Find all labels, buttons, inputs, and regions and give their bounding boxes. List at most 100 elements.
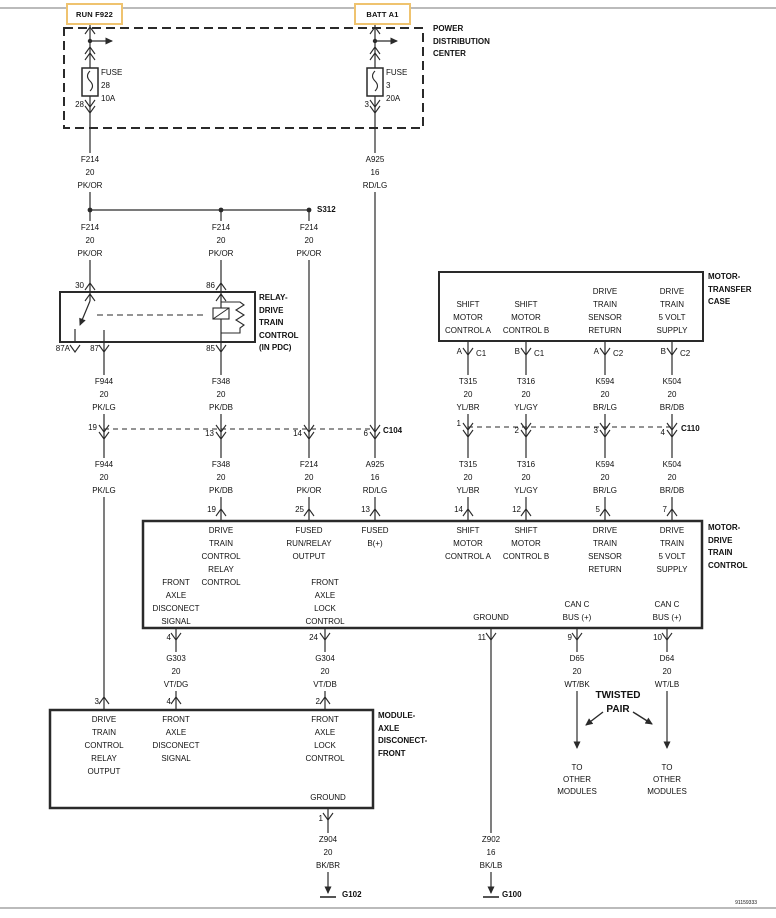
axle-fn-relay-output: DRIVE TRAIN CONTROL RELAY OUTPUT — [84, 715, 124, 776]
fuse-3-rating: 20A — [386, 94, 401, 103]
relay-pin-86: 86 — [206, 281, 215, 290]
dtc-pin-12: 12 — [512, 505, 521, 514]
ground-g102-label: G102 — [342, 890, 362, 899]
fuse-3-name: FUSE — [386, 68, 408, 77]
c110-pin-3: 3 — [593, 426, 598, 435]
axle-pin-3: 3 — [94, 697, 99, 706]
pdc-pin-28: 28 — [75, 100, 84, 109]
doc-number: 91159333 — [735, 900, 757, 906]
tc-pin-a2: A — [593, 347, 599, 356]
tc-conn-c1a: C1 — [476, 349, 487, 358]
dtc-pin-24: 24 — [309, 633, 318, 642]
inline-connector-lines — [104, 426, 672, 430]
fuse-3-cavity: 3 — [386, 81, 391, 90]
axle-fn-lock-control: FRONT AXLE LOCK CONTROL — [305, 715, 345, 763]
to-other-modules-left: TO OTHER MODULES — [557, 763, 597, 796]
fuse-28-name: FUSE — [101, 68, 123, 77]
c104-pin-6: 6 — [363, 429, 368, 438]
terminal-chevrons-down — [69, 99, 678, 821]
tc-conn-c1b: C1 — [534, 349, 545, 358]
dtc-fn-ground: GROUND — [473, 613, 509, 622]
tc-pin-a1: A — [456, 347, 462, 356]
dtc-fn-axle-disconect: FRONT AXLE DISCONECT SIGNAL — [152, 578, 200, 626]
dtc-module-box — [141, 519, 704, 630]
relay-pin-87: 87 — [90, 344, 99, 353]
twisted-pair-arrows — [585, 711, 653, 726]
pdc-box — [63, 27, 424, 129]
dtc-pin-7: 7 — [662, 505, 667, 514]
fuse-28-cavity: 28 — [101, 81, 110, 90]
relay-label: RELAY- DRIVE TRAIN CONTROL (IN PDC) — [259, 293, 299, 352]
dtc-fn-shift-b: SHIFT MOTOR CONTROL B — [502, 526, 550, 561]
connector-c110-label: C110 — [681, 424, 700, 433]
power-link-run[interactable]: RUN F922 — [66, 3, 123, 25]
transfer-case-label: MOTOR- TRANSFER CASE — [708, 272, 752, 306]
dtc-pin-10: 10 — [653, 633, 662, 642]
terminal-chevrons-up — [84, 26, 678, 705]
connector-c104-label: C104 — [383, 426, 403, 435]
dtc-fn-axle-lock: FRONT AXLE LOCK CONTROL — [305, 578, 345, 626]
pdc-pin-3: 3 — [364, 100, 369, 109]
dtc-fn-can-c-2: CAN C BUS (+) — [652, 600, 682, 622]
tc-fn-shift-a: SHIFT MOTOR CONTROL A — [445, 300, 491, 335]
dtc-pin-9: 9 — [567, 633, 572, 642]
fuse-28-body — [81, 67, 99, 97]
dtc-pin-11: 11 — [477, 633, 486, 642]
axle-fn-disconect-signal: FRONT AXLE DISCONECT SIGNAL — [152, 715, 200, 763]
to-other-modules-right: TO OTHER MODULES — [647, 763, 687, 796]
power-link-batt[interactable]: BATT A1 — [354, 3, 411, 25]
fuse-3-body — [366, 67, 384, 97]
fuse-28-rating: 10A — [101, 94, 116, 103]
c104-pin-19: 19 — [88, 423, 97, 432]
tc-pin-b1: B — [514, 347, 520, 356]
relay-pin-30: 30 — [75, 281, 84, 290]
dtc-fn-shift-a: SHIFT MOTOR CONTROL A — [445, 526, 491, 561]
axle-fn-ground: GROUND — [310, 793, 346, 802]
c104-pin-14: 14 — [293, 429, 302, 438]
relay-internals — [74, 292, 246, 343]
dtc-pin-14: 14 — [454, 505, 463, 514]
ground-g100-label: G100 — [502, 890, 522, 899]
dtc-fn-5v-supply: DRIVE TRAIN 5 VOLT SUPPLY — [656, 526, 688, 574]
junction-dots — [87, 38, 378, 336]
tc-conn-c2a: C2 — [613, 349, 624, 358]
relay-box — [59, 291, 256, 343]
dtc-module-label: MOTOR- DRIVE TRAIN CONTROL — [708, 523, 748, 570]
fuse-symbols — [81, 37, 398, 97]
axle-pin-2: 2 — [315, 697, 320, 706]
splice-label: S312 — [317, 205, 336, 214]
tc-conn-c2b: C2 — [680, 349, 691, 358]
tc-fn-sensor-return: DRIVE TRAIN SENSOR RETURN — [588, 287, 622, 335]
tc-fn-shift-b: SHIFT MOTOR CONTROL B — [502, 300, 550, 335]
c110-pin-2: 2 — [514, 426, 519, 435]
dtc-pin-25: 25 — [295, 505, 304, 514]
axle-module-label: MODULE- AXLE DISCONECT- FRONT — [378, 711, 428, 758]
twisted-pair-note: TWISTED PAIR — [595, 690, 641, 715]
c110-pin-1: 1 — [456, 419, 461, 428]
dtc-fn-can-c-1: CAN C BUS (+) — [562, 600, 592, 622]
dtc-fn-fused-b: FUSED B(+) — [361, 526, 389, 548]
dtc-pin-13: 13 — [361, 505, 370, 514]
axle-pin-1: 1 — [318, 814, 323, 823]
